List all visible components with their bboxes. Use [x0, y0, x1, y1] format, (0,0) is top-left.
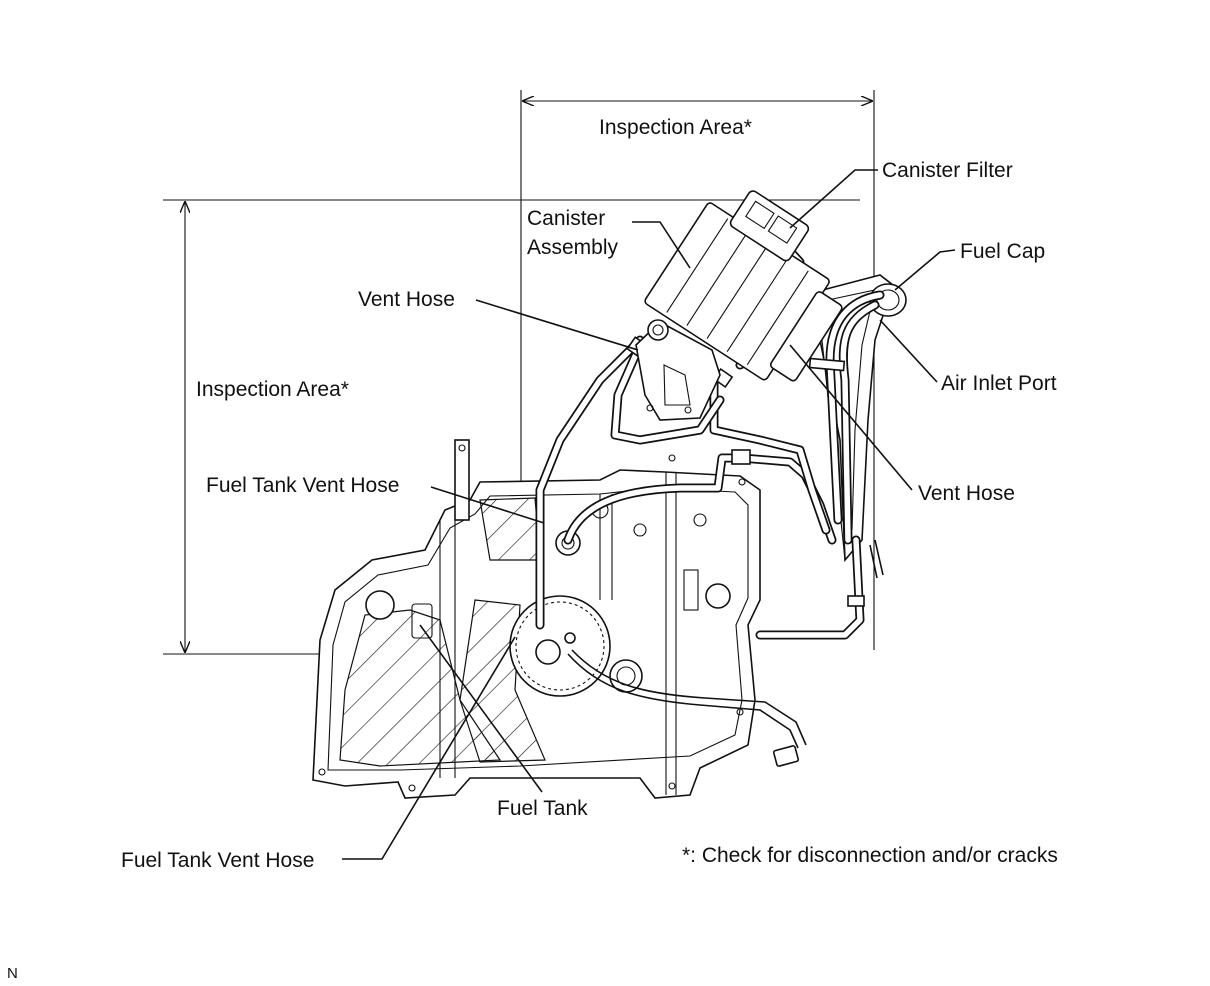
canister-filter [729, 190, 810, 262]
vent-hose-upper-label: Vent Hose [358, 288, 455, 311]
fuel-tank-label: Fuel Tank [497, 797, 588, 820]
canister-assembly [635, 190, 843, 421]
canister-assembly-label-line2: Assembly [527, 236, 619, 259]
fuel-tank-vent-hose-upper-label: Fuel Tank Vent Hose [206, 474, 399, 497]
inspection-area-left-label: Inspection Area* [196, 378, 349, 401]
vent-hose-right-label: Vent Hose [918, 482, 1015, 505]
leader-lines [342, 169, 956, 860]
fuel-tank [312, 439, 761, 799]
canister-filter-label: Canister Filter [882, 159, 1013, 182]
inspection-area-top-label: Inspection Area* [599, 116, 752, 139]
air-inlet-port-label: Air Inlet Port [941, 372, 1057, 395]
footnote: *: Check for disconnection and/or cracks [682, 844, 1058, 867]
labels: Inspection Area* Inspection Area* Canist… [7, 116, 1058, 982]
canister-assembly-label-line1: Canister [527, 207, 605, 230]
fuel-cap-label: Fuel Cap [960, 240, 1045, 263]
corner-mark: N [7, 965, 18, 982]
fuel-filler-pipe [814, 274, 907, 579]
fuel-tank-vent-hose-lower-label: Fuel Tank Vent Hose [121, 849, 314, 872]
